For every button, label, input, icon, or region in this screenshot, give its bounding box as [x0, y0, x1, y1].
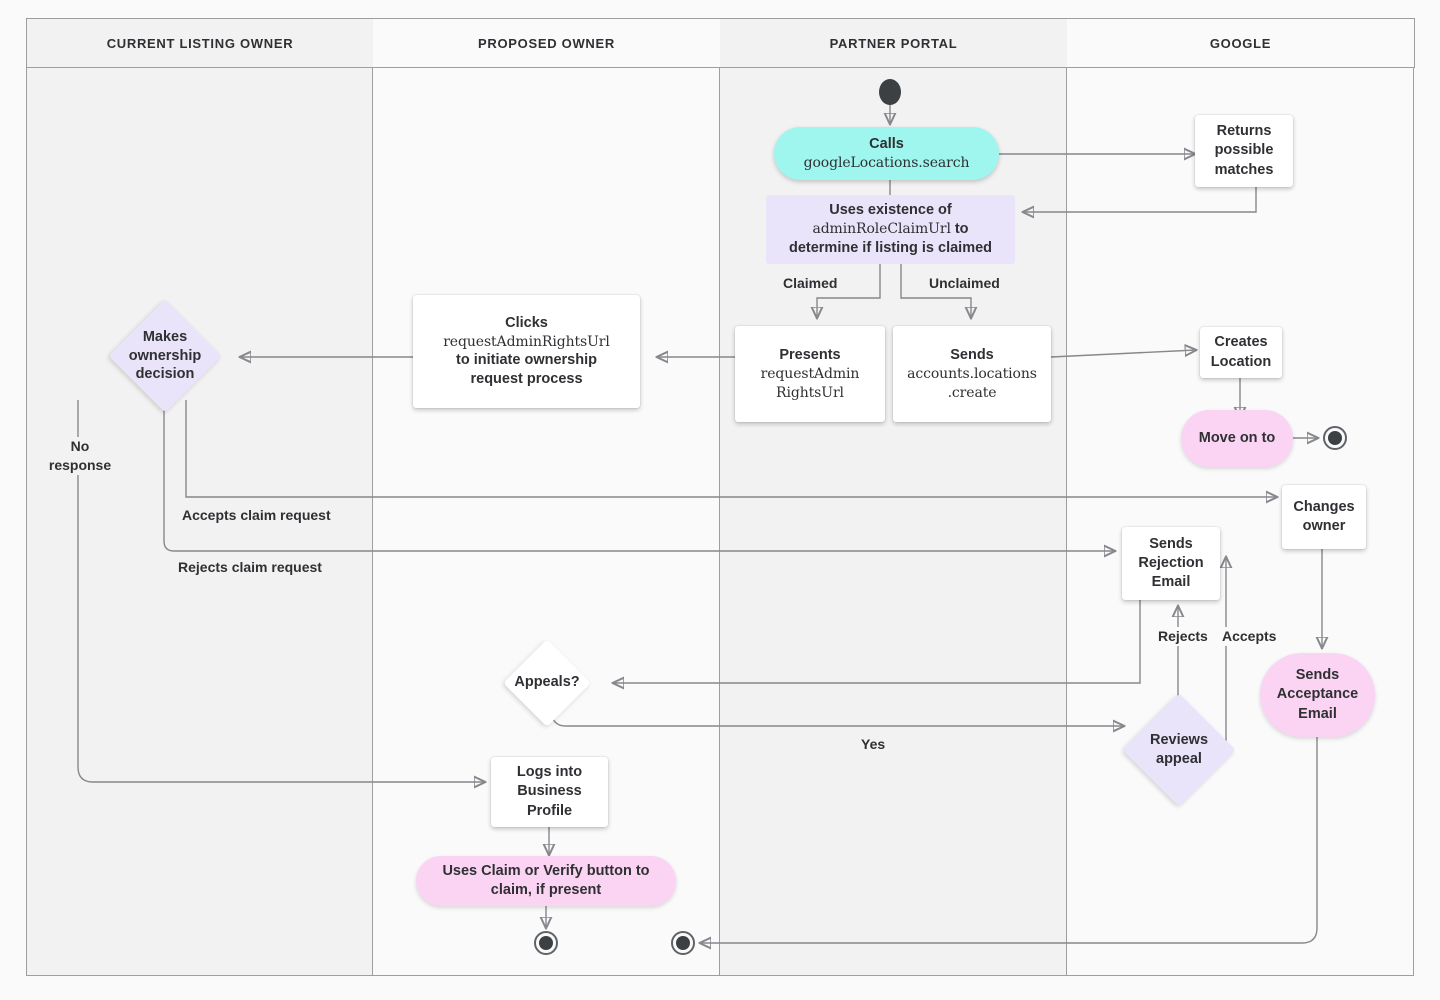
node-line-1: Returns [1216, 123, 1272, 140]
edge-label-accepts: Accepts [1219, 627, 1280, 646]
node-line-2: accounts.locations [907, 366, 1037, 383]
node-line-1: Makes [142, 328, 188, 345]
node-move-on-to[interactable]: Move on to [1181, 410, 1293, 467]
node-line-2: Business [517, 783, 582, 800]
node-line-3: RightsUrl [776, 384, 844, 401]
node-line-3: Email [1151, 574, 1191, 591]
node-presents-request-admin-rights-url[interactable]: Presents requestAdmin RightsUrl [735, 326, 885, 422]
node-line-1: Presents [779, 346, 841, 363]
node-line-3: Email [1298, 705, 1337, 722]
node-returns-possible-matches[interactable]: Returns possible matches [1195, 115, 1293, 187]
start-state-node [879, 79, 901, 105]
lane-header-proposed-owner: PROPOSED OWNER [373, 18, 721, 68]
lane-proposed-owner [373, 18, 720, 976]
lane-bottom-border [26, 975, 1414, 976]
node-line-3: to initiate ownership [456, 352, 597, 369]
edge-label-yes: Yes [858, 735, 889, 754]
node-clicks-request-admin-rights-url[interactable]: Clicks requestAdminRightsUrl to initiate… [413, 295, 640, 408]
node-line-1: Uses existence of [829, 201, 952, 218]
end-state-google [1323, 426, 1347, 450]
node-line-3: .create [947, 384, 997, 401]
node-line-2: claim, if present [490, 882, 602, 898]
node-label: Move on to [1198, 429, 1276, 446]
node-line-2: Location [1210, 353, 1272, 370]
edge-label-unclaimed: Unclaimed [926, 274, 1003, 293]
edge-label-line-1: No [70, 438, 90, 454]
edge-label-accepts-claim-request: Accepts claim request [179, 506, 334, 525]
node-line-2: Rejection [1138, 554, 1204, 571]
node-appeals-decision[interactable]: Appeals? [499, 639, 595, 727]
node-line-1: Sends [950, 346, 994, 363]
end-state-partner-portal [671, 931, 695, 955]
lane-current-listing-owner [26, 18, 373, 976]
edge-label-no-response: No response [41, 437, 119, 475]
node-line-2: requestAdmin [760, 366, 860, 383]
node-logs-into-business-profile[interactable]: Logs into Business Profile [491, 757, 608, 827]
node-sends-rejection-email[interactable]: Sends Rejection Email [1122, 527, 1220, 600]
edge-label-claimed: Claimed [780, 274, 841, 293]
node-sends-acceptance-email[interactable]: Sends Acceptance Email [1260, 653, 1375, 737]
node-reviews-appeal[interactable]: Reviews appeal [1118, 693, 1240, 807]
node-line-2: owner [1302, 518, 1346, 534]
node-uses-claim-or-verify-button[interactable]: Uses Claim or Verify button to claim, if… [416, 856, 676, 906]
node-line-1: Sends [1149, 535, 1193, 552]
node-line-2: possible [1214, 142, 1274, 159]
lane-header-google: GOOGLE [1067, 18, 1415, 68]
node-line-2-suffix: to [950, 220, 969, 237]
node-line-2: requestAdminRightsUrl [443, 333, 610, 350]
node-label: Reviews appeal [1150, 731, 1208, 769]
node-line-1: Calls [869, 135, 904, 152]
lane-header-partner-portal: PARTNER PORTAL [720, 18, 1068, 68]
node-label: Makes ownership decision [129, 328, 202, 385]
node-makes-ownership-decision[interactable]: Makes ownership decision [104, 299, 226, 413]
node-line-2: googleLocations.search [803, 154, 970, 171]
node-line-2: appeal [1156, 751, 1202, 767]
edge-label-rejects-claim-request: Rejects claim request [175, 558, 325, 577]
end-state-proposed-owner [534, 931, 558, 955]
lane-header-current-listing-owner: CURRENT LISTING OWNER [26, 18, 374, 68]
node-line-1: Sends [1295, 667, 1340, 684]
node-line-1: Changes [1293, 498, 1355, 515]
code-admin-role-claim-url: adminRoleClaimUrl [812, 220, 951, 237]
lane-header-label: PARTNER PORTAL [829, 35, 958, 51]
node-line-3: decision [135, 366, 195, 383]
node-line-3: matches [1214, 161, 1274, 178]
node-line-2: Acceptance [1276, 686, 1359, 703]
node-line-2: ownership [128, 347, 202, 364]
node-label: Appeals? [514, 674, 580, 691]
node-line-2: adminRoleClaimUrl to [812, 220, 968, 239]
node-sends-accounts-locations-create[interactable]: Sends accounts.locations .create [893, 326, 1051, 422]
edge-label-rejects: Rejects [1155, 627, 1211, 646]
lane-header-label: CURRENT LISTING OWNER [106, 35, 294, 51]
node-creates-location[interactable]: Creates Location [1200, 327, 1282, 378]
node-uses-existence-of-admin-role-claim-url: Uses existence of adminRoleClaimUrl to d… [766, 195, 1015, 264]
node-line-1: Creates [1214, 334, 1268, 351]
edge-label-line-2: response [48, 456, 112, 473]
lane-header-label: GOOGLE [1209, 35, 1272, 51]
node-calls-google-locations-search[interactable]: Calls googleLocations.search [774, 127, 999, 180]
node-line-1: Uses Claim or Verify button to [442, 862, 650, 879]
node-line-1: Clicks [505, 314, 548, 331]
node-line-1: Reviews [1149, 732, 1209, 749]
node-line-4: request process [470, 371, 583, 388]
node-line-3: Profile [526, 802, 573, 819]
node-line-1: Logs into [516, 764, 583, 781]
node-changes-owner[interactable]: Changes owner [1282, 485, 1366, 549]
node-line-3: determine if listing is claimed [788, 240, 993, 257]
lane-header-label: PROPOSED OWNER [478, 35, 615, 51]
